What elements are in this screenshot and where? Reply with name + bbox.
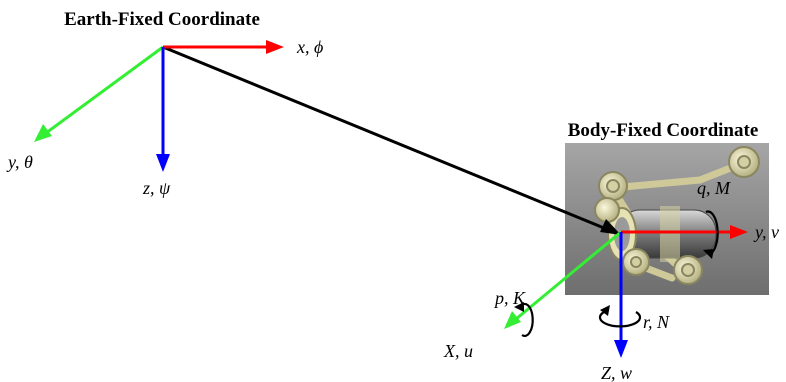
earth-y-axis-arrow xyxy=(34,45,164,142)
vehicle-hull xyxy=(607,206,717,262)
body-z-label: Z, w xyxy=(601,363,632,382)
pitch-label: q, M xyxy=(697,178,731,198)
body-y-axis-arrow xyxy=(621,225,748,239)
yaw-label: r, N xyxy=(643,312,670,332)
earth-frame-title: Earth-Fixed Coordinate xyxy=(64,9,260,30)
earth-z-axis-arrow xyxy=(156,47,170,172)
pitch-rotation-icon xyxy=(703,210,719,259)
roll-rotation-icon xyxy=(514,302,534,338)
earth-x-label: x, ϕ xyxy=(296,37,323,57)
body-x-axis-arrow xyxy=(504,230,622,329)
body-frame-title: Body-Fixed Coordinate xyxy=(568,120,759,141)
body-z-axis-arrow xyxy=(614,232,628,358)
body-x-label: X, u xyxy=(443,341,473,361)
earth-y-label: y, θ xyxy=(6,152,33,172)
yaw-rotation-icon xyxy=(598,305,642,328)
vehicle-image xyxy=(565,143,769,295)
position-vector-arrow xyxy=(162,45,621,235)
roll-label: p, K xyxy=(493,288,526,308)
body-y-label: y, v xyxy=(753,222,779,242)
earth-z-label: z, ψ xyxy=(142,178,171,198)
earth-x-axis-arrow xyxy=(163,40,284,54)
